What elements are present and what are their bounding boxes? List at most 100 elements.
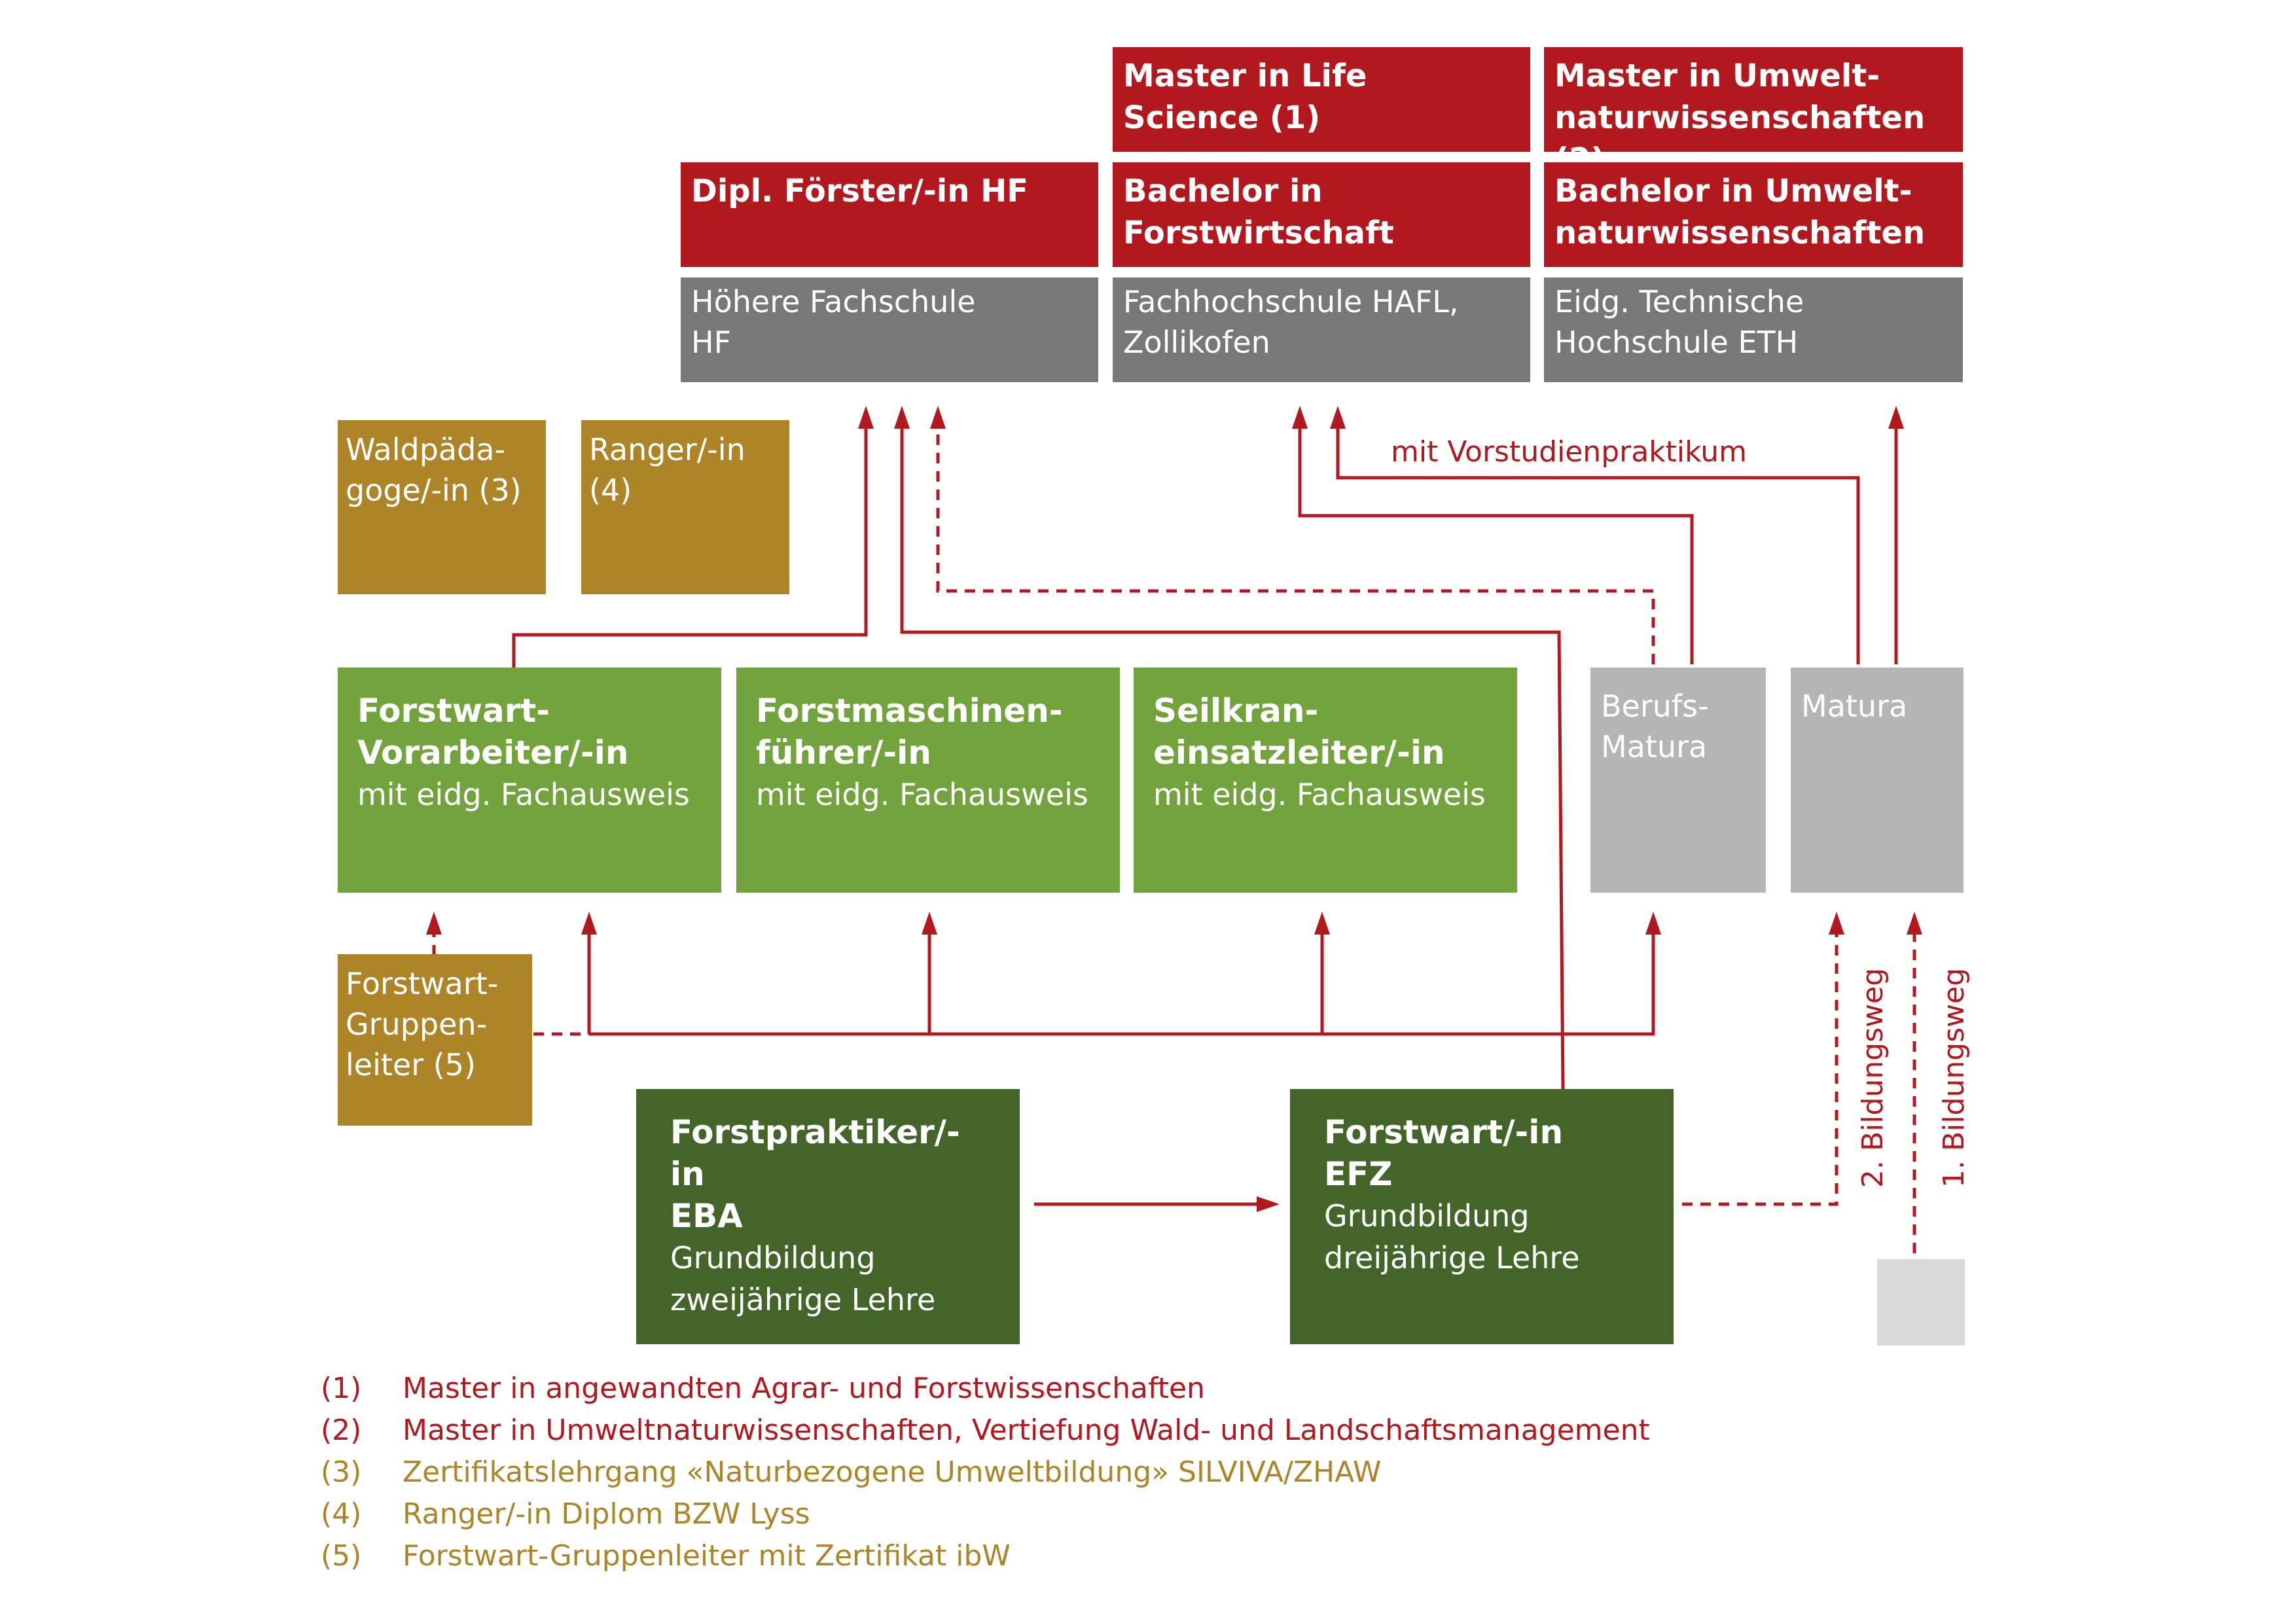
box-subtitle: mit eidg. Fachausweis [1153,777,1486,812]
box-subtitle: Grundbildung [1324,1198,1530,1234]
box-bachelor-forst: Bachelor in Forstwirtschaft [1113,162,1530,267]
legend-row: (5) Forstwart-Gruppenleiter mit Zertifika… [321,1535,1650,1577]
box-berufsmatura: Berufs- Matura [1590,668,1766,893]
connector-distribution [589,935,1655,1036]
arrowhead [426,912,442,935]
box-line: Forstwart- [346,966,499,1001]
arrowhead [1907,912,1922,935]
label-vorstudienpraktikum: mit Vorstudienpraktikum [1391,435,1747,469]
box-line: goge/-in (3) [346,473,522,508]
box-title: Forstpraktiker/-in [670,1113,960,1193]
legend-text: Master in Umweltnaturwissenschaften, Ver… [403,1414,1650,1447]
box-title: führer/-in [756,734,931,772]
box-line: leiter (5) [346,1047,476,1082]
legend-number: (5) [321,1539,362,1573]
box-line: Bachelor in [1123,173,1323,209]
box-ranger: Ranger/-in (4) [581,420,789,594]
box-vorarbeiter: Forstwart- Vorarbeiter/-in mit eidg. Fac… [338,668,721,893]
legend-row: (1) Master in angewandten Agrar- und Fors… [321,1368,1650,1410]
arrowhead [1888,406,1904,429]
box-waldpaedagoge: Waldpäda- goge/-in (3) [338,420,546,594]
arrowhead [1257,1196,1280,1212]
box-line: Matura [1801,688,1908,724]
box-line: Berufs- [1601,688,1709,724]
legend-number: (3) [321,1455,362,1489]
arrowhead [1829,912,1844,935]
box-title: Vorarbeiter/-in [357,734,629,772]
box-subtitle: Grundbildung [670,1240,876,1275]
legend-number: (4) [321,1497,362,1531]
box-forstpraktiker: Forstpraktiker/-in EBA Grundbildung zwei… [636,1089,1020,1344]
box-school-eth: Eidg. Technische Hochschule ETH [1544,277,1963,382]
box-title: Forstwart/-in [1324,1113,1564,1151]
box-line: Eidg. Technische [1554,284,1804,319]
legend-text: Master in angewandten Agrar- und Forstwi… [403,1372,1205,1405]
box-line: naturwissenschaften (2) [1554,99,1926,178]
box-master-life-science: Master in Life Science (1) [1113,47,1530,152]
box-title: Forstmaschinen- [756,692,1063,730]
box-line: naturwissenschaften [1554,215,1926,251]
connector-bildungsweg-2 [1682,935,1839,1206]
arrowhead [894,406,910,429]
box-title: EFZ [1324,1155,1393,1193]
legend-text: Zertifikatslehrgang «Naturbezogene Umwel… [403,1455,1382,1489]
legend-number: (1) [321,1372,362,1405]
box-line: Matura [1601,729,1708,764]
box-line: Hochschule ETH [1554,325,1799,360]
box-bachelor-umwelt: Bachelor in Umwelt- naturwissenschaften [1544,162,1963,267]
box-school-hf: Höhere Fachschule HF [681,277,1098,382]
box-line: Höhere Fachschule [691,284,976,319]
label-bildungsweg-1: 1. Bildungsweg [1937,968,1971,1188]
legend-text: Ranger/-in Diplom BZW Lyss [403,1497,810,1531]
box-matura: Matura [1791,668,1964,893]
box-dipl-foerster: Dipl. Förster/-in HF [681,162,1098,267]
box-line: HF [691,325,732,360]
box-title: EBA [670,1197,743,1235]
legend-row: (2) Master in Umweltnaturwissenschaften, … [321,1410,1650,1452]
box-maschinen: Forstmaschinen- führer/-in mit eidg. Fac… [736,668,1120,893]
arrowhead [1314,912,1330,935]
legend-number: (2) [321,1414,362,1447]
legend-row: (4) Ranger/-in Diplom BZW Lyss [321,1493,1650,1535]
box-title: Seilkran- [1153,692,1319,730]
arrowhead [1292,406,1308,429]
box-start-school [1877,1259,1965,1346]
label-bildungsweg-2: 2. Bildungsweg [1856,968,1890,1188]
box-line: Waldpäda- [346,432,506,467]
box-title: Forstwart- [357,692,550,730]
box-line: (4) [589,473,632,508]
legend-text: Forstwart-Gruppenleiter mit Zertifikat i… [403,1539,1011,1573]
box-line: Dipl. Förster/-in HF [691,173,1029,209]
arrowhead [922,912,937,935]
box-line: Master in Umwelt- [1554,58,1880,94]
connector-vorarbeiter-hf [512,429,868,668]
box-line: Master in Life [1123,58,1367,94]
legend: (1) Master in angewandten Agrar- und Fors… [321,1368,1650,1577]
legend-row: (3) Zertifikatslehrgang «Naturbezogene Um… [321,1452,1650,1493]
box-subtitle: zweijährige Lehre [670,1282,936,1317]
arrowhead [1645,912,1661,935]
box-seilkran: Seilkran- einsatzleiter/-in mit eidg. Fa… [1134,668,1517,893]
box-line: Forstwirtschaft [1123,215,1394,251]
box-gruppenleiter: Forstwart- Gruppen- leiter (5) [338,954,532,1126]
box-line: Bachelor in Umwelt- [1554,173,1912,209]
connector-berufsmatura-hafl [1298,429,1694,664]
arrowhead [858,406,874,429]
box-subtitle: dreijährige Lehre [1324,1240,1580,1275]
connector-forstwart-hf [900,429,1565,1090]
arrowhead [930,406,946,429]
box-line: Science (1) [1123,99,1321,136]
box-line: Fachhochschule HAFL, [1123,284,1459,319]
box-title: einsatzleiter/-in [1153,734,1445,772]
arrowhead [581,912,597,935]
connector-berufsmatura-hf [936,429,1655,664]
box-line: Gruppen- [346,1007,488,1042]
box-forstwart: Forstwart/-in EFZ Grundbildung dreijähri… [1290,1089,1674,1344]
box-subtitle: mit eidg. Fachausweis [357,777,690,812]
arrowhead [1330,406,1346,429]
box-line: Zollikofen [1123,325,1270,360]
box-school-hafl: Fachhochschule HAFL, Zollikofen [1113,277,1530,382]
box-subtitle: mit eidg. Fachausweis [756,777,1088,812]
box-master-umwelt: Master in Umwelt- naturwissenschaften (2… [1544,47,1963,178]
